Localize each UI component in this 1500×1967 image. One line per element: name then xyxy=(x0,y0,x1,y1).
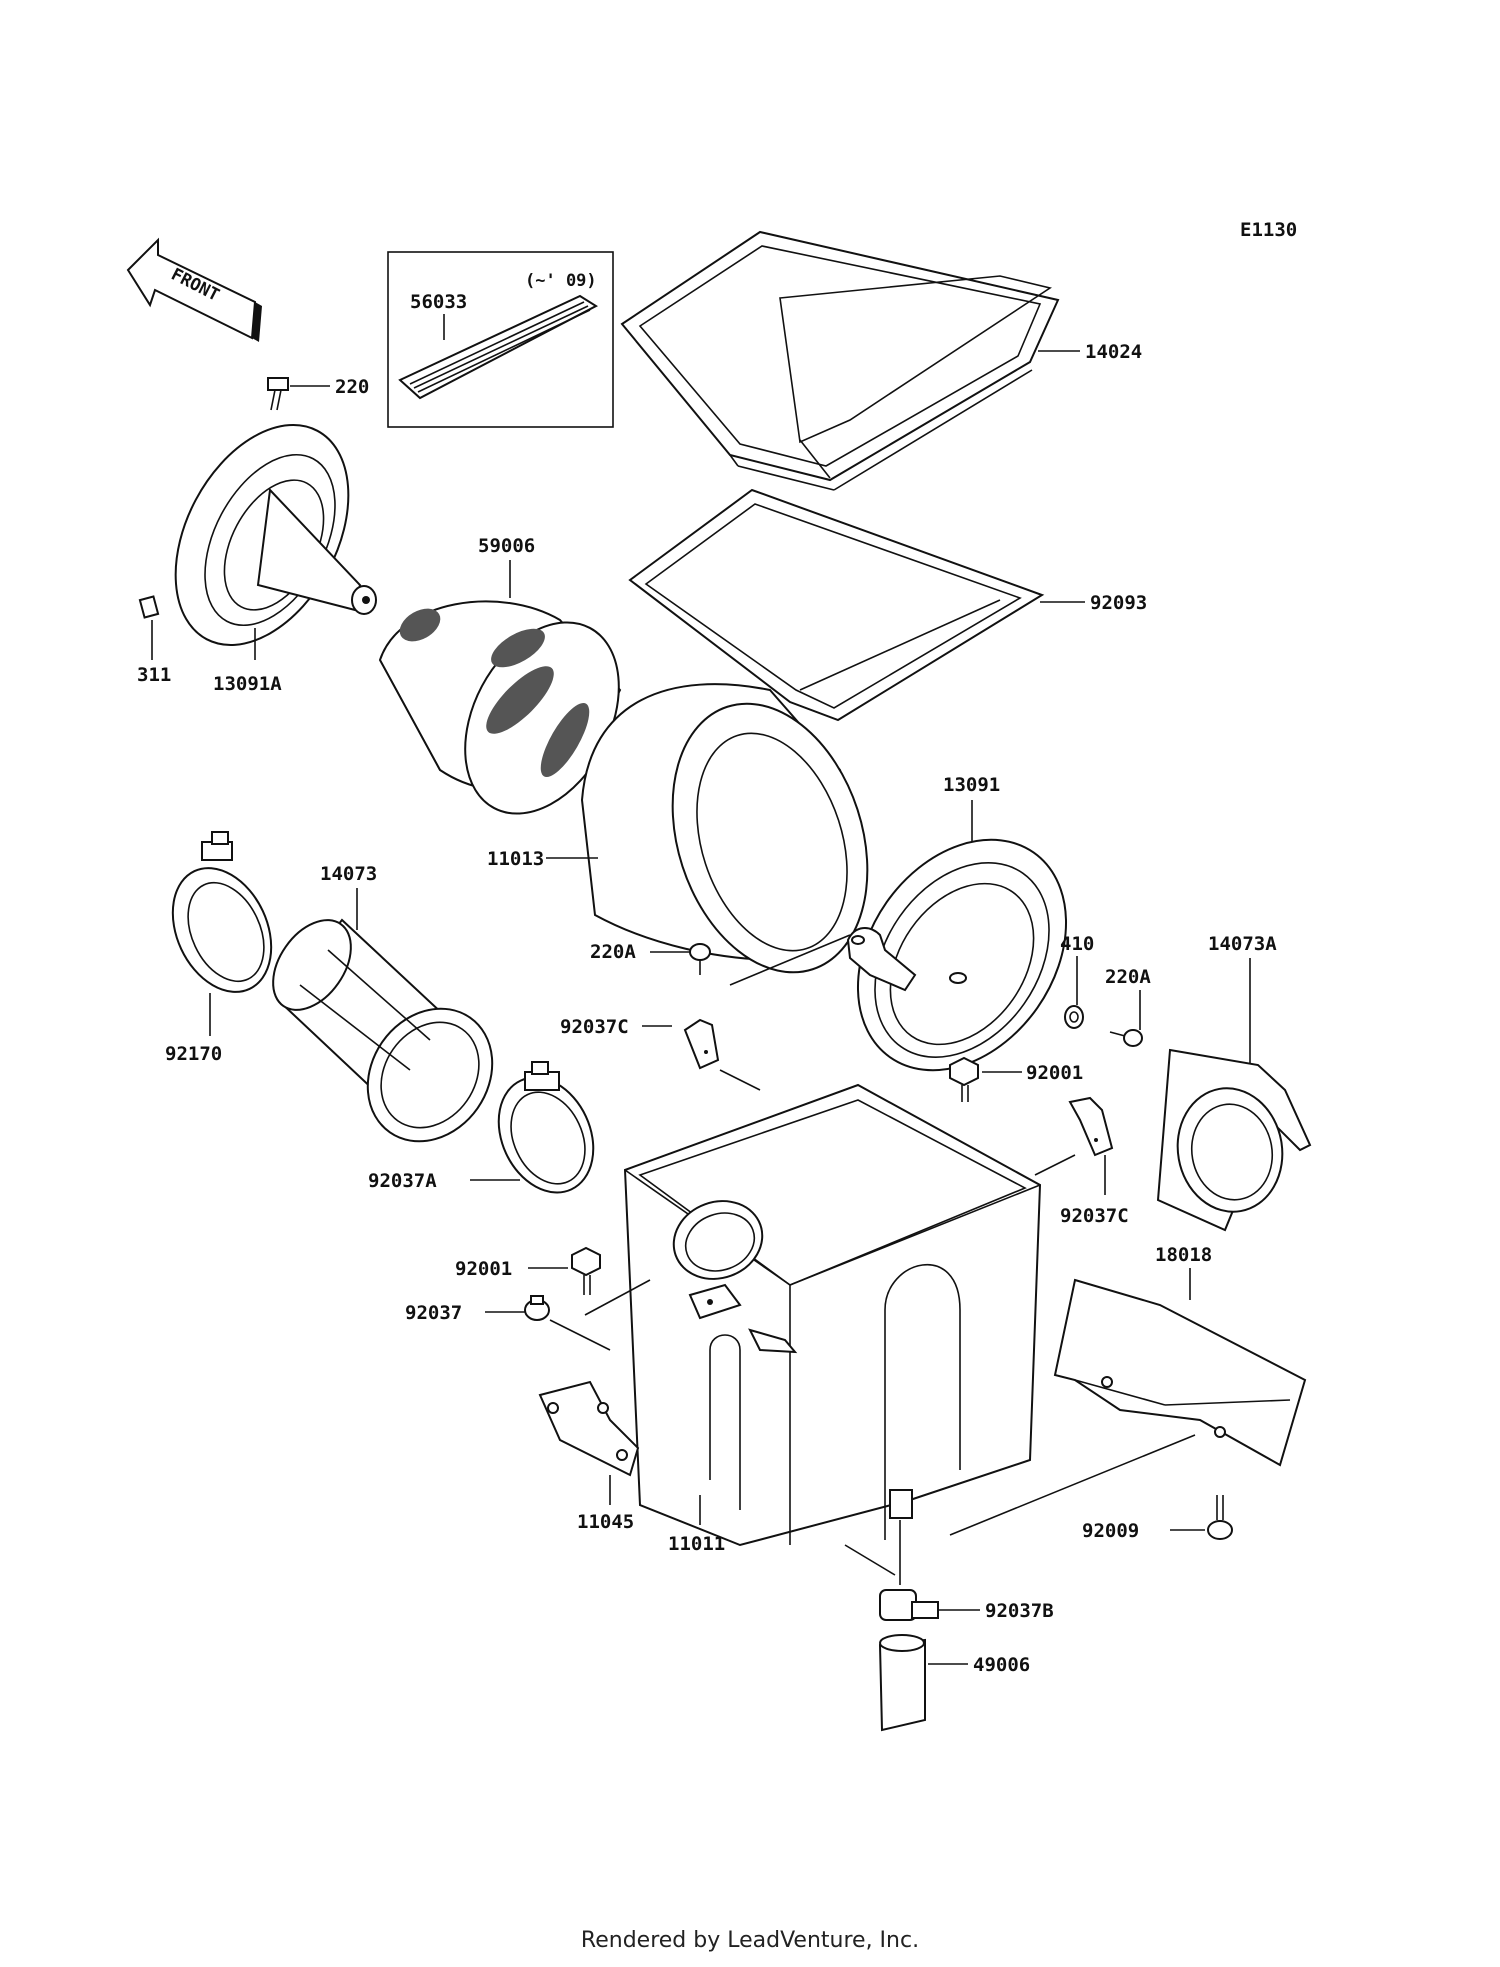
part-92001-top-bolt xyxy=(949,1056,979,1102)
part-92037A-label: 92037A xyxy=(368,1170,437,1192)
part-92037A-clamp xyxy=(497,1061,595,1194)
front-arrow-icon: FRONT xyxy=(126,237,262,342)
part-18018-deflector xyxy=(1053,1278,1307,1467)
part-13091-label: 13091 xyxy=(943,774,1000,796)
part-49006-label: 49006 xyxy=(973,1654,1030,1676)
part-14073A-label: 14073A xyxy=(1208,933,1277,955)
part-14024-label: 14024 xyxy=(1085,341,1142,363)
part-220-screw xyxy=(267,377,289,411)
part-311-grommet xyxy=(138,595,160,619)
part-220A-left-screw xyxy=(689,943,711,975)
part-92001-left-label: 92001 xyxy=(455,1258,512,1280)
part-311-label: 311 xyxy=(137,664,171,686)
part-92037C-left-label: 92037C xyxy=(560,1016,629,1038)
inset-note: (~' 09) xyxy=(525,271,597,291)
part-220-label: 220 xyxy=(335,376,369,398)
part-11013-element xyxy=(580,683,869,974)
part-92037C-left-clip xyxy=(683,1018,720,1070)
part-220A-left-label: 220A xyxy=(590,941,636,963)
part-59006-prefilter xyxy=(378,600,622,815)
part-11013-label: 11013 xyxy=(487,848,544,870)
part-92037-clamp xyxy=(524,1295,550,1321)
part-92037-label: 92037 xyxy=(405,1302,462,1324)
part-220A-right-label: 220A xyxy=(1105,966,1151,988)
part-92037B-clamp xyxy=(879,1589,939,1621)
part-220A-right-screw xyxy=(1109,1029,1143,1047)
part-92009-screw xyxy=(1207,1495,1233,1540)
part-11011-airbox xyxy=(623,1083,1042,1547)
part-410-label: 410 xyxy=(1060,933,1094,955)
part-92170-label: 92170 xyxy=(165,1043,222,1065)
part-14073-label: 14073 xyxy=(320,863,377,885)
part-13091A-cap xyxy=(174,424,377,646)
part-59006-label: 59006 xyxy=(478,535,535,557)
footer-credit: Rendered by LeadVenture, Inc. xyxy=(580,1928,920,1953)
part-92037B-label: 92037B xyxy=(985,1600,1054,1622)
part-14024-cover xyxy=(620,230,1060,491)
part-11011-label: 11011 xyxy=(668,1533,725,1555)
part-18018-label: 18018 xyxy=(1155,1244,1212,1266)
part-13091-plate xyxy=(846,838,1068,1072)
part-92001-top-label: 92001 xyxy=(1026,1062,1083,1084)
part-14073-tube xyxy=(272,918,494,1143)
inset-box: (~' 09) 56033 xyxy=(387,251,614,428)
part-92009-label: 92009 xyxy=(1082,1520,1139,1542)
part-92170-clamp xyxy=(171,831,273,993)
part-92093-gasket xyxy=(628,488,1045,722)
part-56033-label: 56033 xyxy=(410,291,467,313)
part-92001-left-bolt xyxy=(571,1246,601,1295)
part-11045-bracket xyxy=(538,1380,640,1477)
part-92037C-right-label: 92037C xyxy=(1060,1205,1129,1227)
part-13091A-label: 13091A xyxy=(213,673,282,695)
part-92037C-right-clip xyxy=(1068,1096,1114,1157)
part-49006-drain xyxy=(878,1634,926,1732)
part-14073A-duct xyxy=(1156,1048,1312,1232)
part-11045-label: 11045 xyxy=(577,1511,634,1533)
diagram-code: E1130 xyxy=(1240,219,1297,241)
part-410-washer xyxy=(1064,1005,1084,1029)
part-92093-label: 92093 xyxy=(1090,592,1147,614)
